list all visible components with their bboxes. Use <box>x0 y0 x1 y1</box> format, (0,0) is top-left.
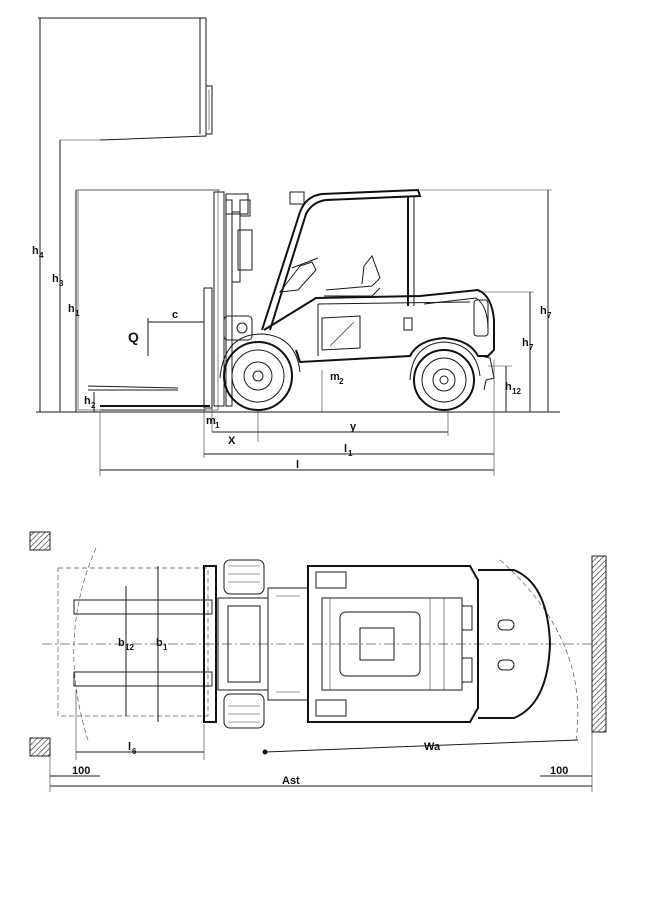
front-wheel <box>219 333 301 411</box>
label-m1-sub: 1 <box>215 421 220 430</box>
wall-right <box>591 555 607 733</box>
label-h3-sub: 3 <box>59 279 64 288</box>
label-h6: h <box>540 305 547 317</box>
label-l1: l <box>344 443 347 455</box>
label-l: l <box>296 459 299 471</box>
counterweight-tail <box>479 355 495 391</box>
lowered-load <box>77 189 219 411</box>
fork-carriage <box>87 287 213 411</box>
label-h2-sub: 2 <box>91 401 96 410</box>
label-h12-sub: 12 <box>512 387 521 396</box>
label-y: y <box>350 421 357 433</box>
top-view <box>29 531 607 792</box>
label-h4-sub: 4 <box>39 251 44 260</box>
label-b12-sub: 12 <box>125 643 134 652</box>
vertical-dimensions <box>39 18 552 412</box>
load-center-marker <box>147 318 204 356</box>
label-h12: h <box>505 381 512 393</box>
label-l6: l <box>128 741 131 753</box>
side-view <box>36 17 560 476</box>
label-m2-sub: 2 <box>339 377 344 386</box>
mast <box>213 191 253 407</box>
label-x: X <box>228 435 236 447</box>
label-b1-sub: 1 <box>163 643 168 652</box>
label-Wa: Wa <box>424 741 441 753</box>
label-b1: b <box>156 637 163 649</box>
label-b12: b <box>118 637 125 649</box>
label-Q: Q <box>128 329 139 345</box>
label-h2: h <box>84 395 91 407</box>
label-m2: m <box>330 371 340 383</box>
label-100-right: 100 <box>550 765 568 777</box>
label-h3: h <box>52 273 59 285</box>
label-h1-sub: 1 <box>75 309 80 318</box>
l6-dimension <box>75 690 205 760</box>
width-dimensions <box>125 566 159 722</box>
label-c: c <box>172 309 178 321</box>
wall-top-left <box>29 531 51 551</box>
label-l6-sub: 6 <box>132 747 137 756</box>
aisle-dimensions <box>49 732 593 792</box>
load-outline <box>57 567 209 717</box>
label-l1-sub: 1 <box>348 449 353 458</box>
label-Ast: Ast <box>282 775 300 787</box>
label-h4: h <box>32 245 39 257</box>
label-h6-sub: 7 <box>547 311 552 320</box>
label-m1: m <box>206 415 216 427</box>
label-h7-sub: 7 <box>529 343 534 352</box>
carriage-plate <box>203 565 217 723</box>
overhead-guard <box>261 188 422 331</box>
turning-arc-right <box>499 559 579 741</box>
label-100-left: 100 <box>72 765 90 777</box>
front-tyres-top <box>223 559 265 729</box>
mast-top <box>217 587 309 701</box>
label-h1: h <box>68 303 75 315</box>
wa-dimension <box>262 739 579 755</box>
forks-top <box>73 599 213 687</box>
seat-steering <box>278 254 381 297</box>
wall-bottom-left <box>29 737 51 757</box>
horizontal-dimensions <box>99 360 495 476</box>
raised-load <box>38 17 213 141</box>
label-h7: h <box>522 337 529 349</box>
truck-body <box>263 288 495 364</box>
body-top <box>307 565 479 723</box>
rear-wheel <box>409 341 481 411</box>
counterweight-top <box>478 569 552 719</box>
